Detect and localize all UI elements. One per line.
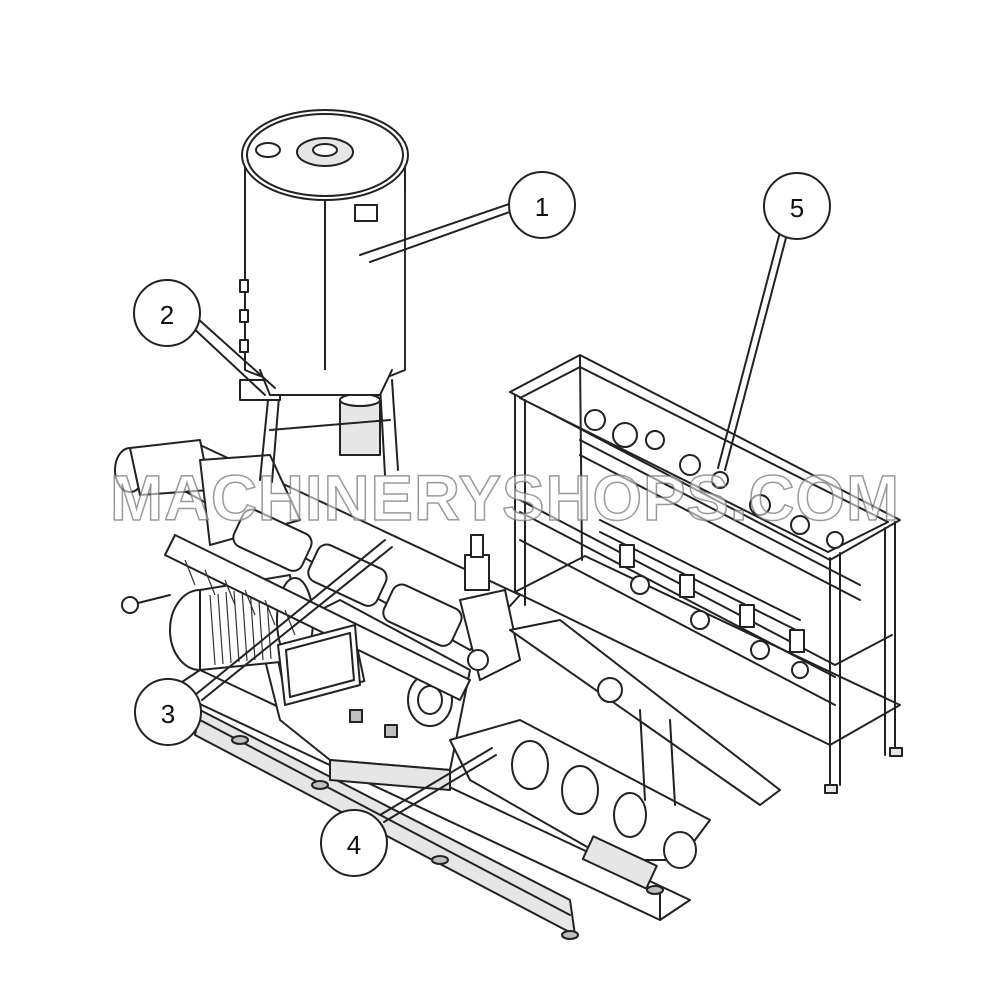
leader-lines — [189, 201, 788, 823]
hopper-tank — [239, 109, 409, 396]
callout-2-label: 2 — [160, 300, 174, 330]
callout-1-label: 1 — [535, 192, 549, 222]
discharge-assembly — [449, 619, 781, 890]
callout-1: 1 — [508, 171, 576, 239]
piping-frame — [509, 354, 903, 794]
callout-5-label: 5 — [790, 193, 804, 223]
callout-2: 2 — [133, 279, 201, 347]
extruder-barrel — [114, 439, 521, 701]
callout-3-label: 3 — [161, 699, 175, 729]
watermark-text: MACHINERYSHOPS.COM — [110, 462, 900, 534]
callout-4-label: 4 — [347, 830, 361, 860]
callout-4: 4 — [320, 809, 388, 877]
callout-5: 5 — [763, 172, 831, 240]
callout-3: 3 — [134, 678, 202, 746]
control-panel — [277, 624, 361, 706]
